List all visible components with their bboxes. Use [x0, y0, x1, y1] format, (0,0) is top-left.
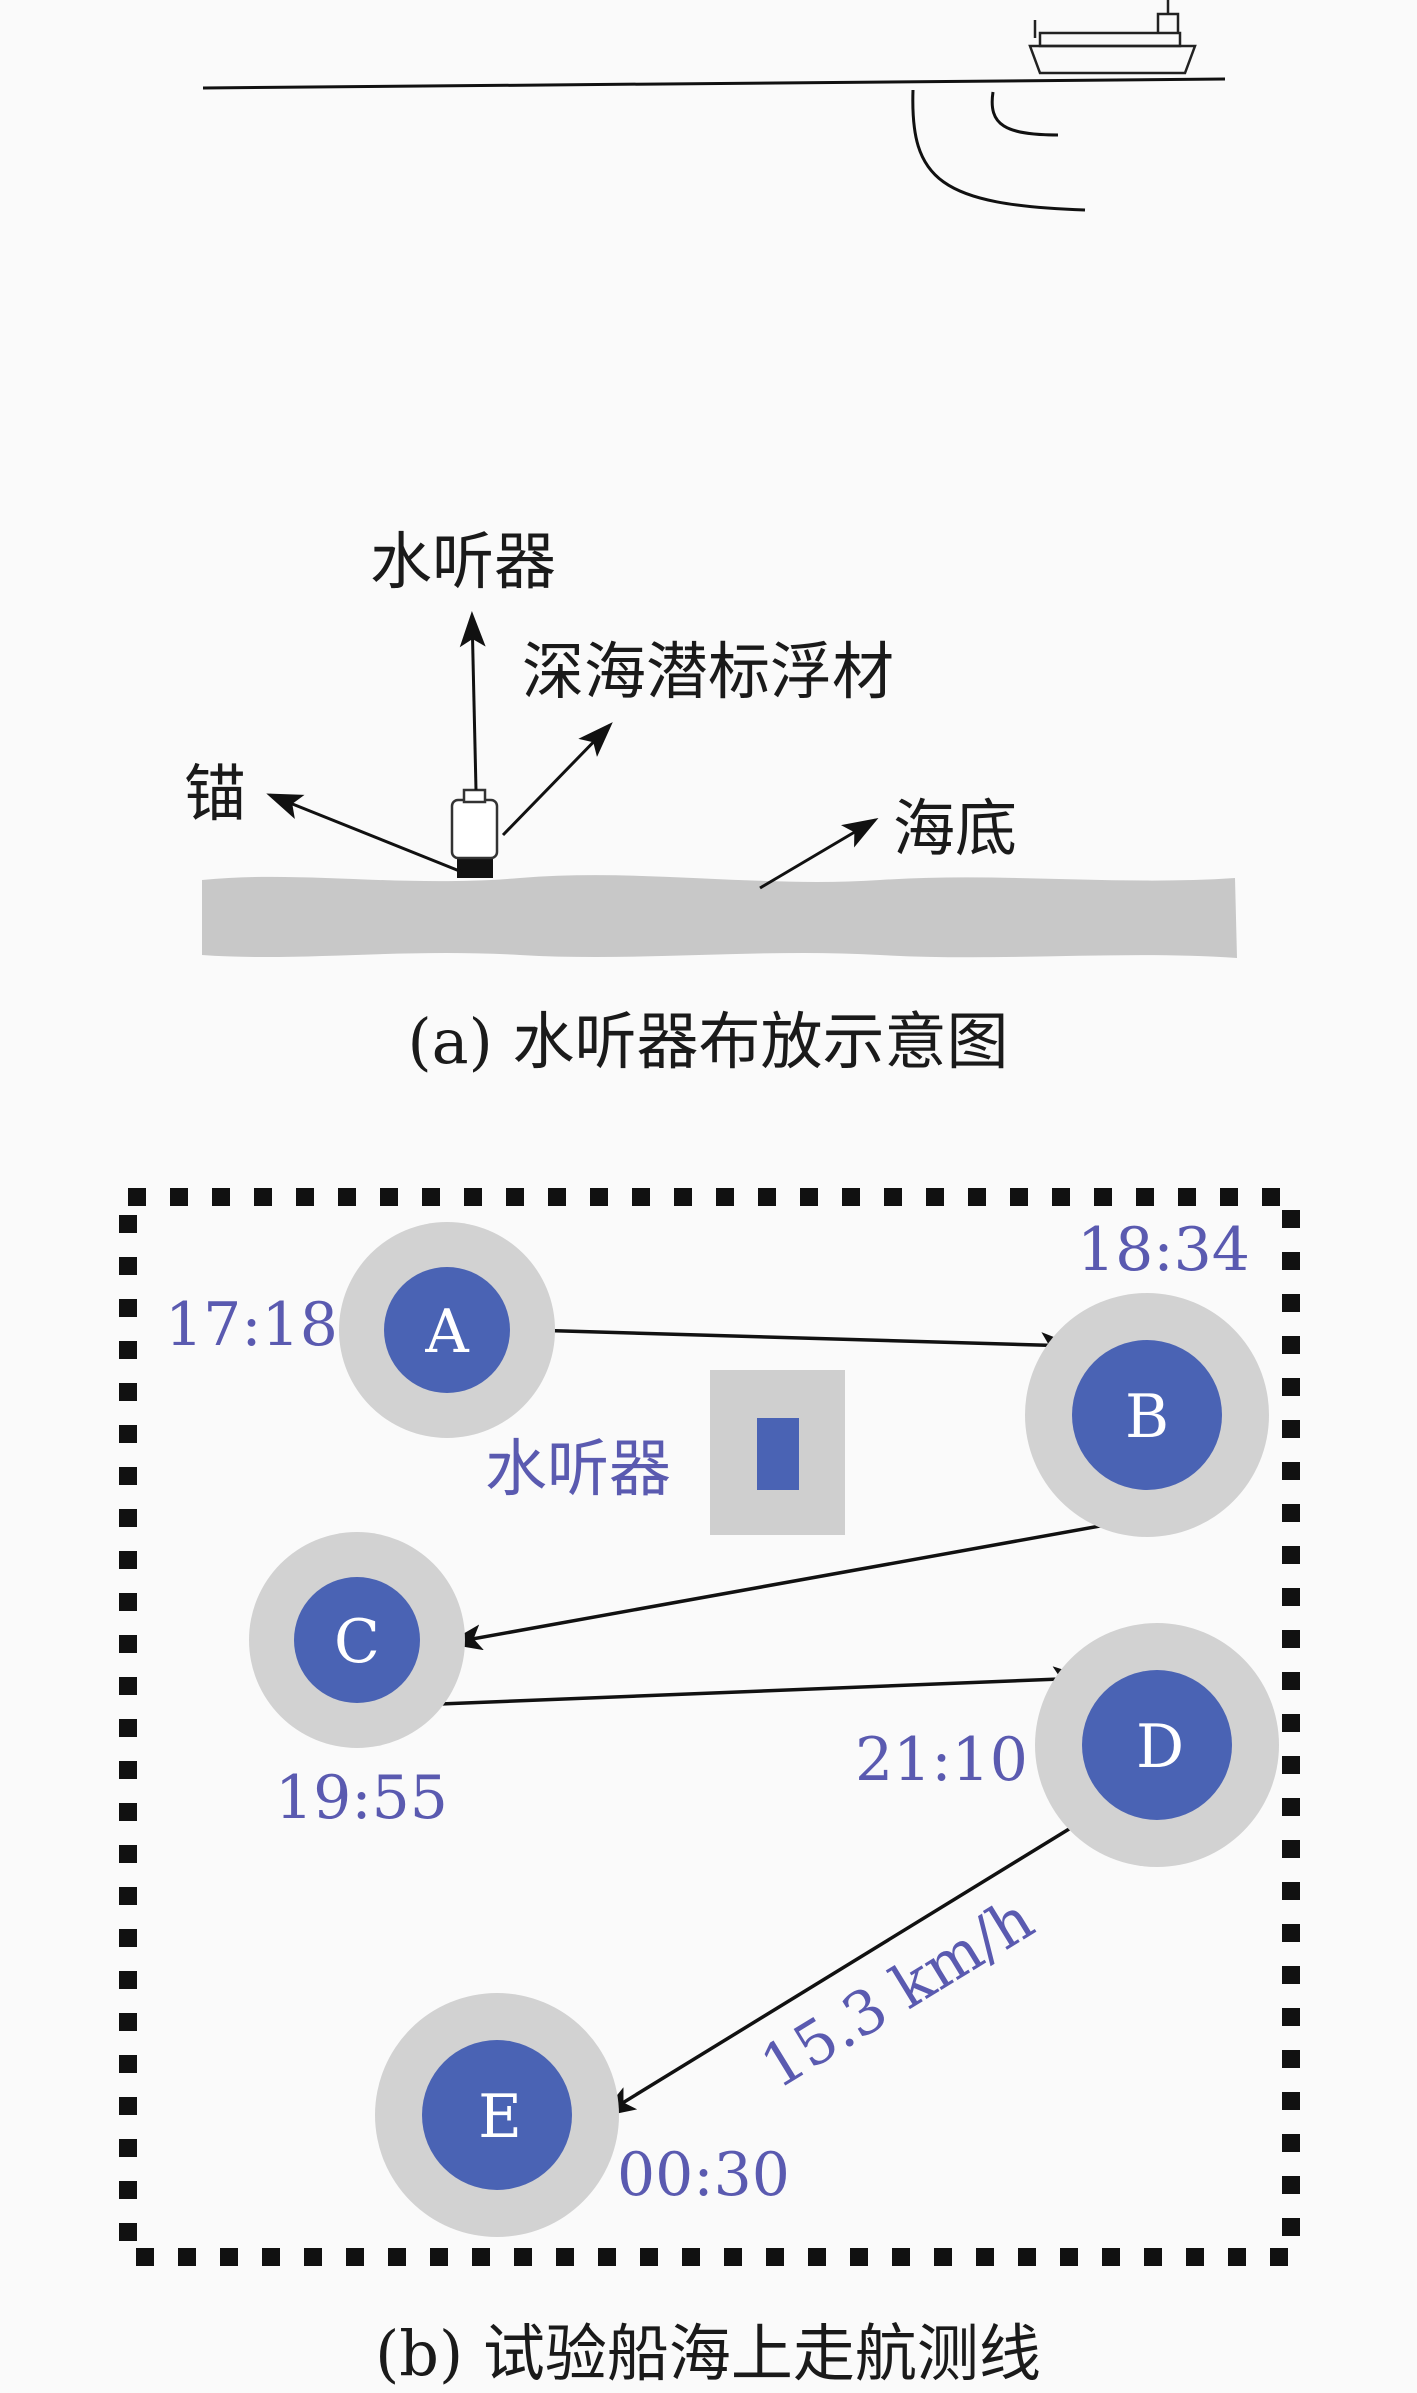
- station-d: D 21:10: [855, 1623, 1279, 1867]
- panel-a-caption: (a) 水听器布放示意图: [407, 1005, 1008, 1078]
- hydrophone-arrow: [459, 611, 486, 791]
- float-label: 深海潜标浮材: [522, 635, 894, 708]
- station-time: 17:18: [165, 1290, 338, 1360]
- float-cap: [462, 788, 487, 804]
- panel-a: 水听器 深海潜标浮材 锚 海底 (a) 水听器布放示意图: [184, 0, 1237, 1078]
- station-b: B 18:34: [1025, 1215, 1269, 1537]
- station-letter: C: [334, 1607, 380, 1677]
- station-node: [422, 2040, 572, 2190]
- station-letter: E: [478, 2082, 522, 2152]
- station-time: 19:55: [275, 1763, 448, 1833]
- track-d-to-e: [599, 1816, 1088, 2118]
- station-letter: A: [424, 1297, 469, 1367]
- anchor-block: [457, 858, 493, 878]
- station-e: E 00:30: [375, 1993, 790, 2237]
- hydrophone-label: 水听器: [370, 525, 556, 598]
- float-body: [450, 798, 499, 860]
- station-time: 00:30: [617, 2140, 790, 2210]
- seabed-band: [202, 875, 1237, 958]
- sea-surface-line: [202, 77, 1226, 90]
- station-time: 21:10: [855, 1725, 1028, 1795]
- station-node: [384, 1267, 510, 1393]
- track-a-to-b: [529, 1328, 1077, 1359]
- ship-icon: [1028, 0, 1197, 75]
- track-c-to-d: [414, 1666, 1089, 1707]
- station-node: [294, 1577, 420, 1703]
- station-node: [1082, 1670, 1232, 1820]
- panel-b: 水听器 A 17:18 B 18:34 C 19:55 D: [119, 1188, 1300, 2390]
- station-time: 18:34: [1077, 1215, 1250, 1285]
- station-c: C 19:55: [249, 1532, 465, 1833]
- seabed-arrow: [759, 817, 879, 890]
- station-letter: D: [1136, 1712, 1184, 1782]
- station-a: A 17:18: [165, 1222, 555, 1438]
- float-arrow: [501, 722, 613, 837]
- wake-curve-inner: [990, 91, 1059, 137]
- anchor-label: 锚: [184, 757, 246, 830]
- survey-area-boundary: [119, 1188, 1300, 2266]
- panel-b-caption: (b) 试验船海上走航测线: [375, 2317, 1041, 2390]
- hydrophone-label-b: 水听器: [485, 1432, 671, 1505]
- anchor-arrow: [266, 793, 463, 874]
- track-b-to-c: [446, 1515, 1151, 1651]
- wake-curve-outer: [911, 89, 1086, 212]
- station-letter: B: [1125, 1382, 1169, 1452]
- seabed-label: 海底: [893, 792, 1017, 865]
- speed-label: 15.3 km/h: [749, 1884, 1045, 2103]
- hydrophone-marker: [757, 1418, 799, 1490]
- station-node: [1072, 1340, 1222, 1490]
